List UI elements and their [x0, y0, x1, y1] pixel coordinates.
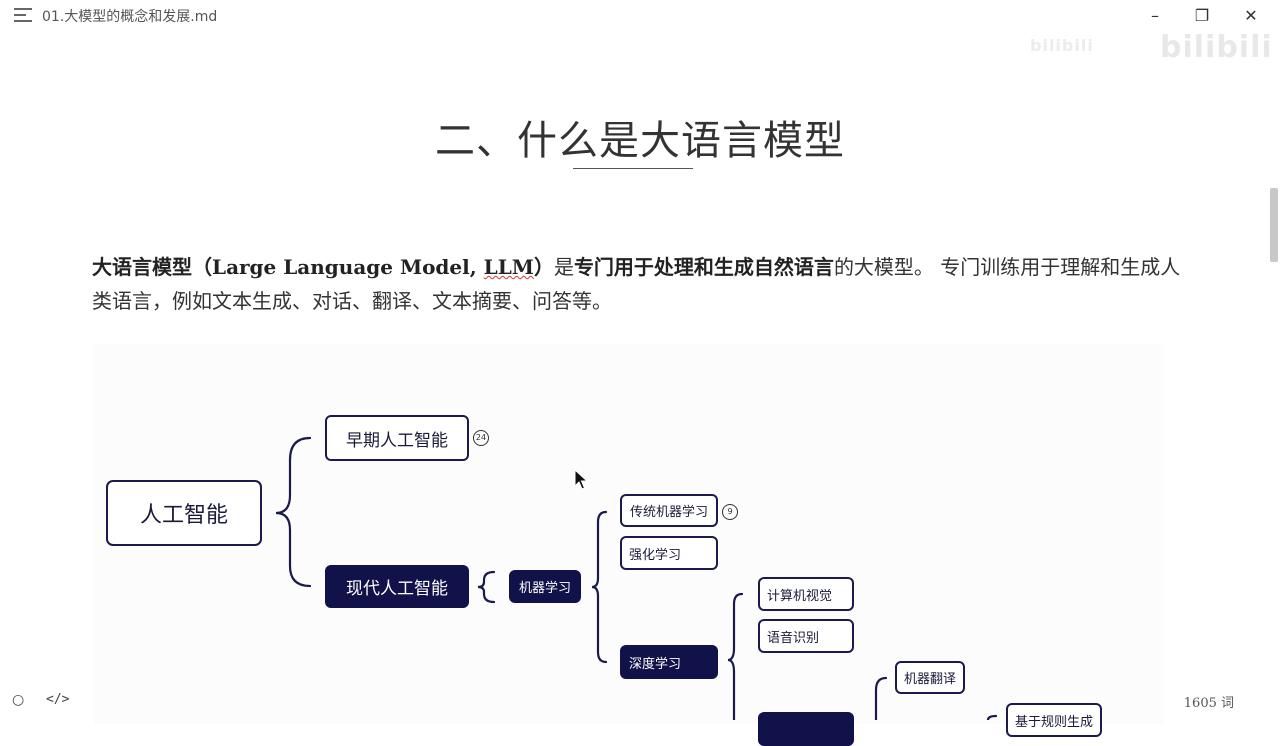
restore-button[interactable]: ❐	[1194, 6, 1210, 25]
count-badge: 9	[722, 504, 738, 520]
english-name: Large Language Model,	[212, 255, 484, 279]
node-speech-recognition[interactable]: 语音识别	[758, 619, 854, 653]
is-text: 是	[553, 255, 574, 279]
node-computer-vision[interactable]: 计算机视觉	[758, 577, 854, 611]
close-button[interactable]: ✕	[1244, 6, 1258, 25]
node-ai[interactable]: 人工智能	[106, 480, 262, 546]
term-bold: 大语言模型	[92, 255, 192, 279]
minimize-button[interactable]: –	[1151, 6, 1159, 25]
title-bar: 01.大模型的概念和发展.md – ❐ ✕	[0, 0, 1280, 32]
menu-icon[interactable]	[14, 8, 32, 22]
scrollbar-thumb[interactable]	[1270, 188, 1278, 262]
node-partial-dark[interactable]	[758, 712, 854, 746]
watermark-text: bilibili	[1030, 36, 1094, 55]
node-rule-based-generation[interactable]: 基于规则生成	[1006, 703, 1102, 737]
open-paren: （	[192, 255, 212, 279]
outline-toggle-icon[interactable]: ○	[12, 692, 25, 708]
llm-abbr: LLM	[483, 255, 534, 279]
heading-underline	[573, 168, 693, 169]
mindmap-connectors	[275, 436, 998, 720]
node-machine-learning[interactable]: 机器学习	[509, 570, 581, 603]
node-reinforcement-learning[interactable]: 强化学习	[620, 536, 718, 570]
node-modern-ai[interactable]: 现代人工智能	[325, 565, 469, 608]
bilibili-watermark: bilibili bilibili	[1030, 30, 1272, 66]
document-title: 01.大模型的概念和发展.md	[42, 9, 218, 25]
mouse-cursor-icon	[574, 469, 589, 490]
definition-tail: 的大模型。 专门训练用于理解和生成人类语言，例如文本生成、对话、翻译、文本摘要、…	[92, 255, 1181, 313]
definition-bold: 专门用于处理和生成自然语言	[573, 255, 834, 279]
definition-paragraph: 大语言模型（Large Language Model, LLM）是专门用于处理和…	[92, 250, 1192, 318]
close-paren: ）	[533, 255, 554, 279]
node-early-ai[interactable]: 早期人工智能	[325, 415, 469, 461]
node-deep-learning[interactable]: 深度学习	[620, 645, 718, 679]
bilibili-logo: bilibili	[1160, 30, 1273, 65]
count-badge: 24	[473, 430, 489, 446]
node-traditional-ml[interactable]: 传统机器学习	[620, 494, 718, 527]
word-count: 1605 词	[1183, 696, 1234, 711]
node-machine-translation[interactable]: 机器翻译	[895, 661, 965, 694]
source-code-toggle-icon[interactable]: </>	[46, 692, 70, 707]
section-heading: 二、什么是大语言模型	[435, 118, 845, 164]
